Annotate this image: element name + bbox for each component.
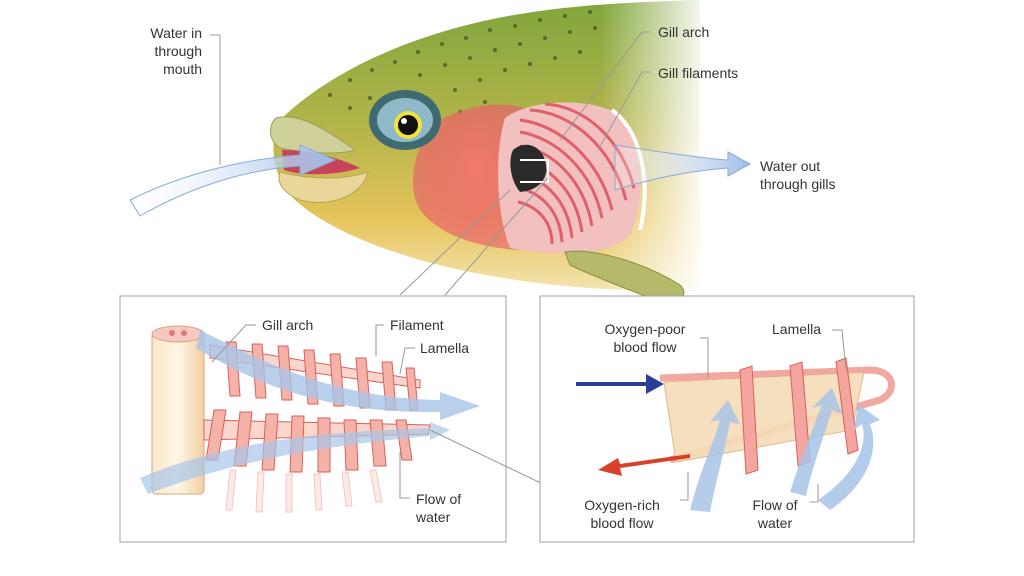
- water-flow-arrows: [690, 388, 880, 512]
- label-water-out: Water out through gills: [760, 158, 836, 192]
- water-in-arrow: [129, 144, 337, 217]
- gill-cutaway: [498, 102, 647, 254]
- oxygen-poor-arrow: [576, 374, 664, 394]
- water-out-arrow: [614, 144, 752, 191]
- label-lamella-left: Lamella: [420, 340, 470, 356]
- fish-spots: [328, 10, 597, 114]
- flow-arrow-upper: [196, 330, 480, 420]
- filament-tube: [659, 366, 895, 464]
- label-inset-gill-arch: Gill arch: [262, 317, 314, 333]
- flow-arrow-lower: [140, 422, 450, 494]
- label-oxygen-rich: Oxygen-rich blood flow: [584, 497, 660, 531]
- label-flow-of-water-left: Flow of water: [416, 491, 462, 525]
- leader-lines: [210, 31, 650, 296]
- label-gill-arch: Gill arch: [658, 24, 710, 40]
- gill-arch-inset: [119, 295, 546, 543]
- lamella-inset: [539, 295, 915, 543]
- fish-head: [270, 0, 710, 304]
- upper-jaw: [270, 116, 357, 154]
- gill-arch-slot: [510, 144, 547, 192]
- label-gill-filaments: Gill filaments: [658, 65, 739, 81]
- label-lamella-right: Lamella: [772, 321, 822, 337]
- label-filament: Filament: [390, 317, 444, 333]
- filament-shadow: [225, 469, 383, 513]
- lower-jaw: [278, 171, 369, 203]
- oxygen-rich-arrow: [598, 454, 690, 476]
- label-water-in: Water in through mouth: [150, 25, 202, 77]
- label-oxygen-poor: Oxygen-poor blood flow: [604, 321, 686, 355]
- label-flow-of-water-right: Flow of water: [752, 497, 798, 531]
